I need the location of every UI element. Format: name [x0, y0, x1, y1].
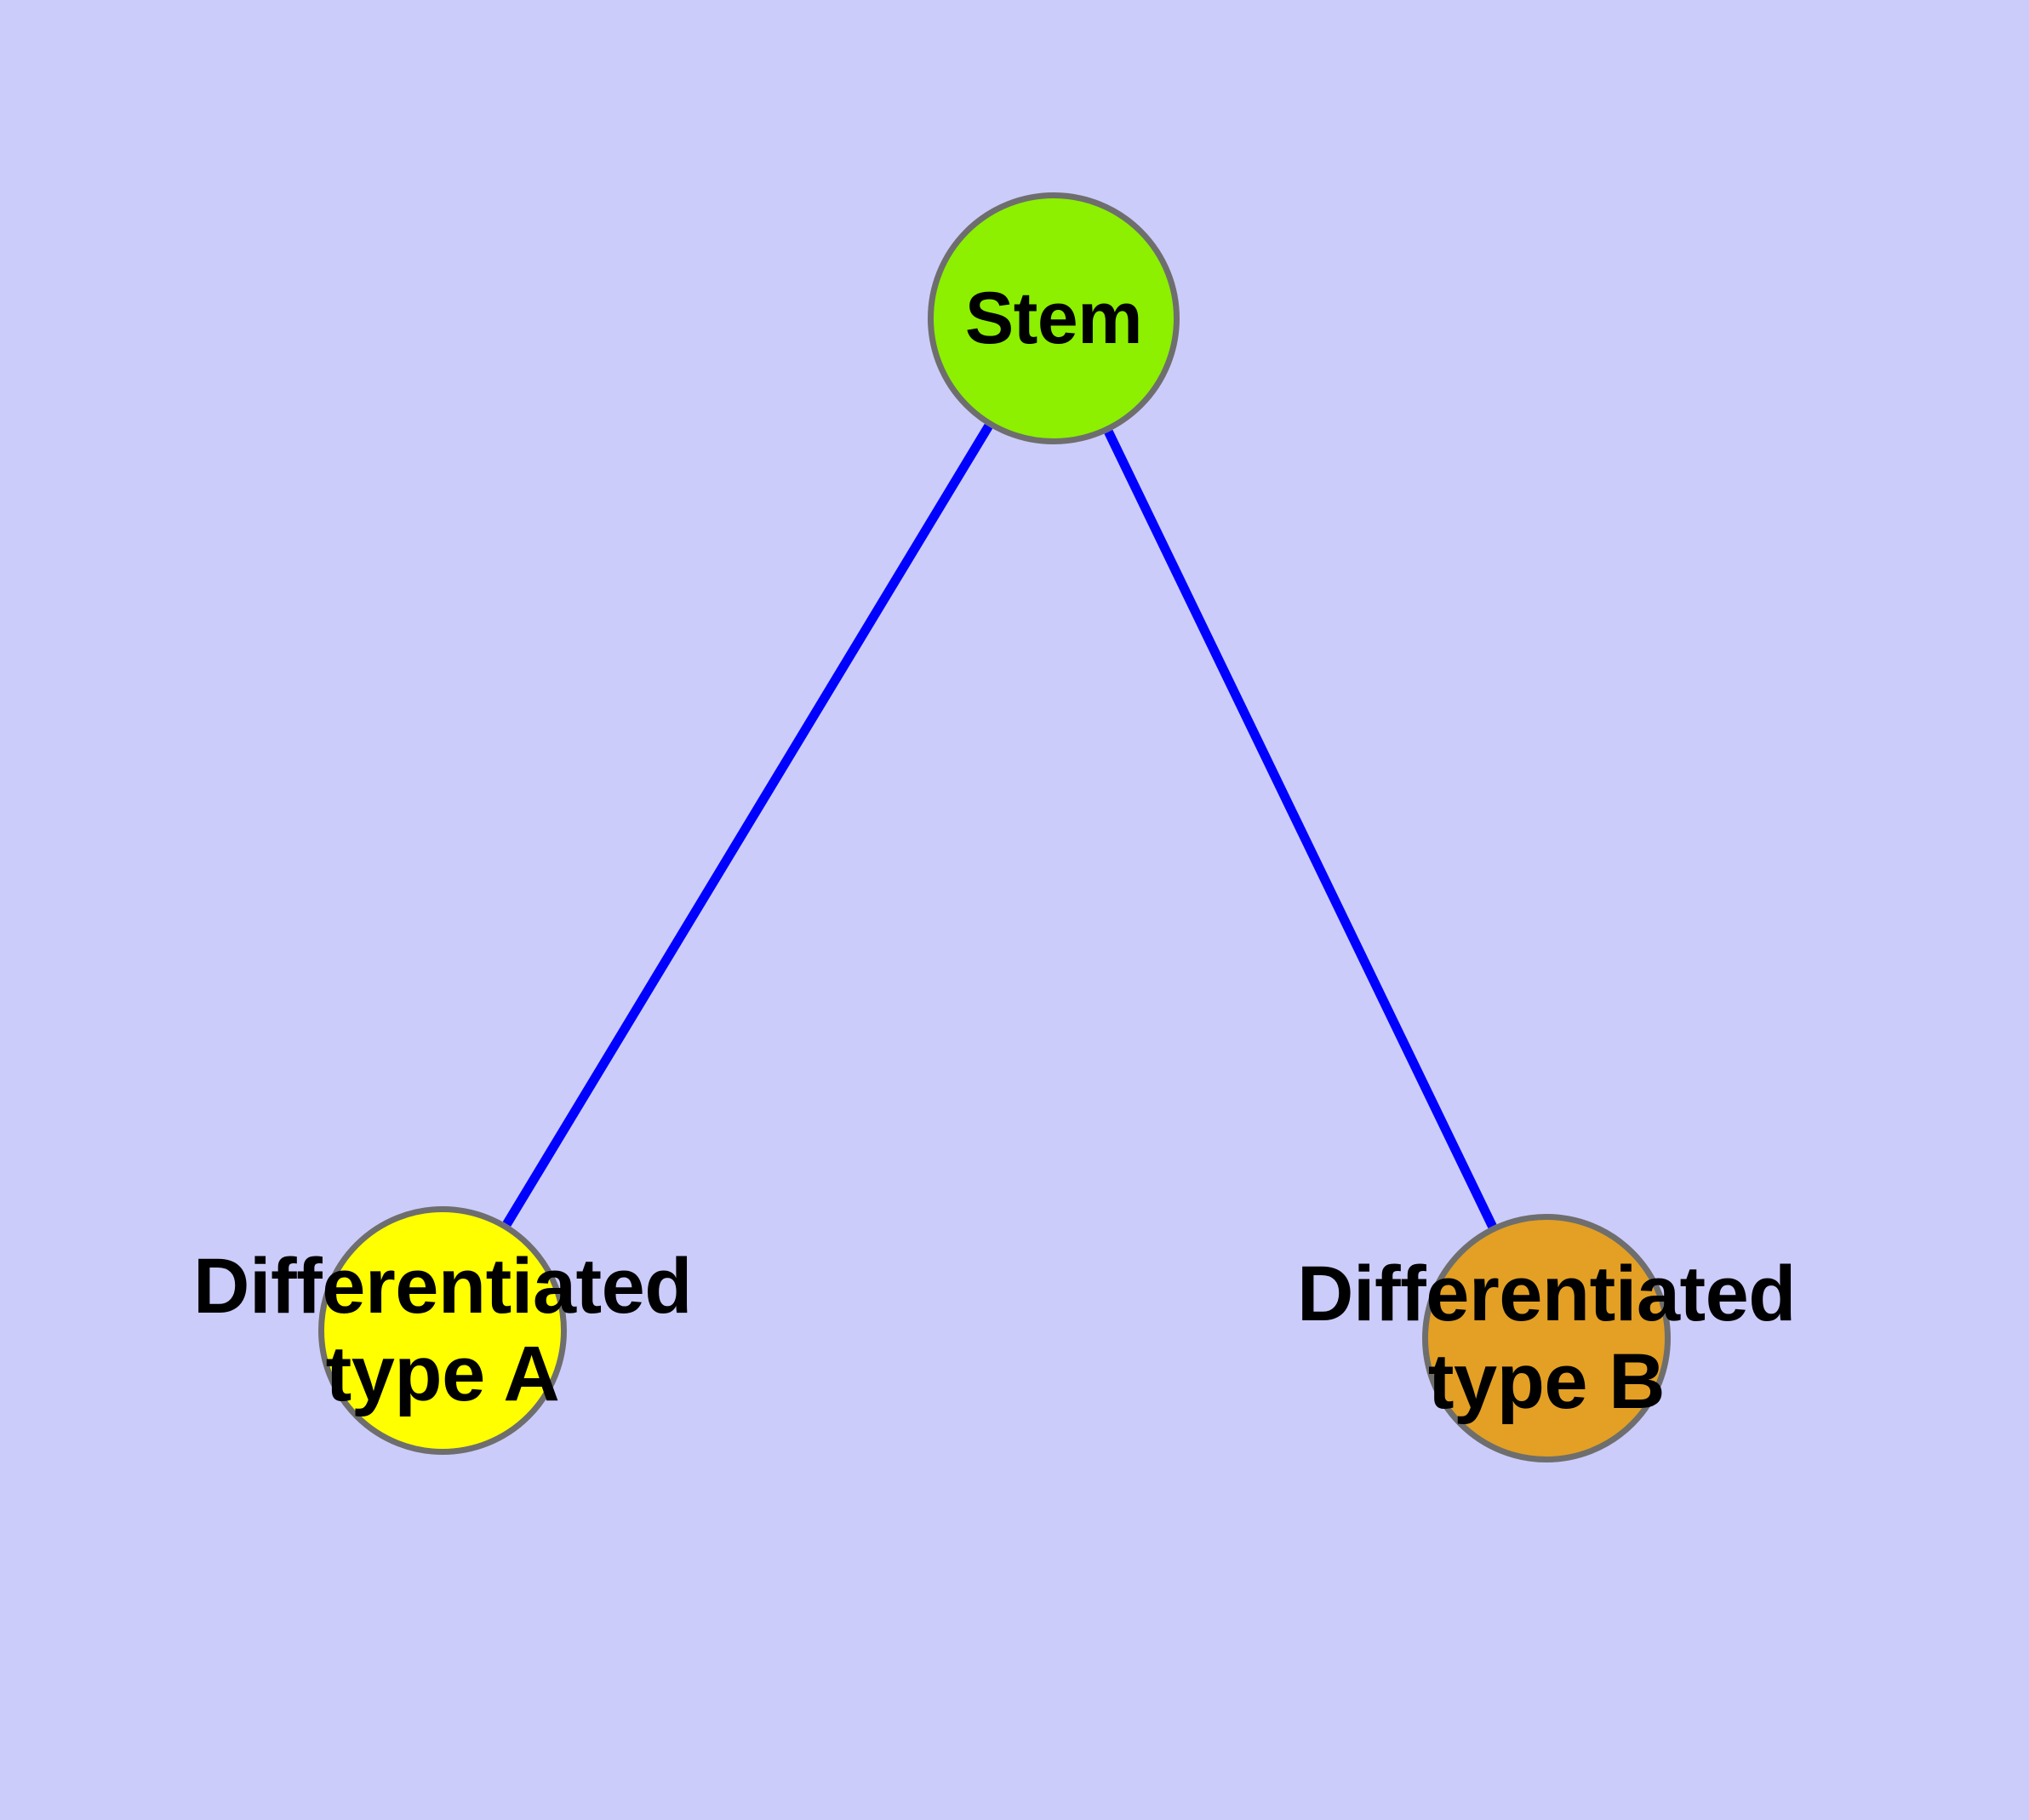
node-stem-label: Stem [964, 277, 1143, 359]
node-differentiated-type-a[interactable]: Differentiated type A [193, 1206, 692, 1455]
edge-stem-to-differentiated-type-b[interactable] [1104, 429, 1497, 1228]
node-differentiated-type-b[interactable]: Differentiated type B [1297, 1214, 1796, 1462]
edge-stem-to-differentiated-type-a[interactable] [502, 423, 993, 1227]
node-stem[interactable]: Stem [928, 192, 1180, 444]
